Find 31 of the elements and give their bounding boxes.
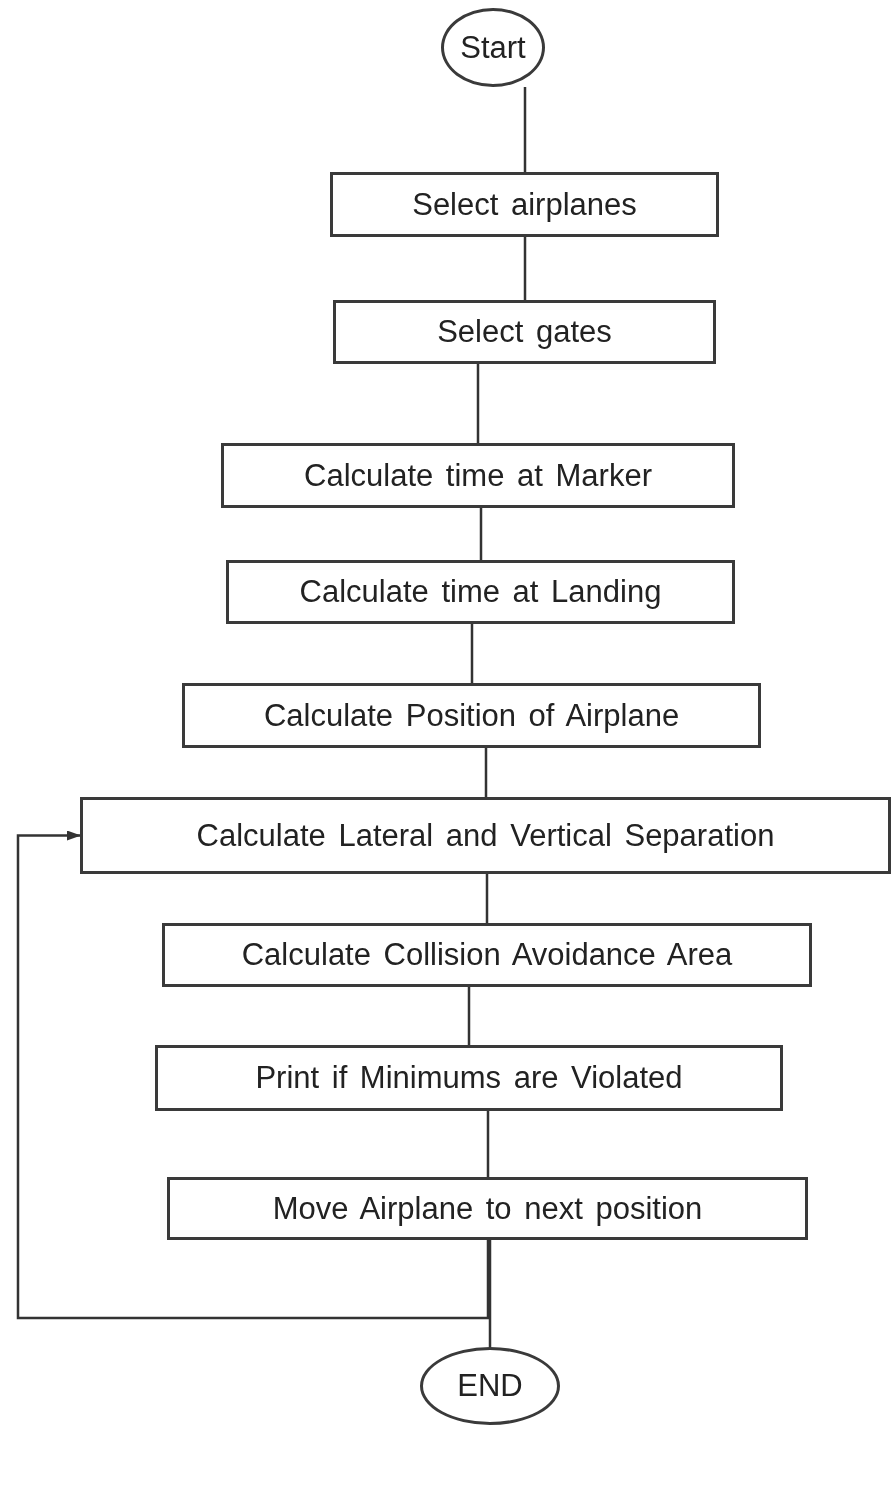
process-box bbox=[155, 1045, 783, 1111]
connector-line bbox=[523, 237, 527, 300]
process-box bbox=[80, 797, 891, 874]
process-box bbox=[162, 923, 812, 987]
connector-line bbox=[484, 748, 488, 797]
node-label: Select gates bbox=[437, 314, 612, 350]
connector-line bbox=[479, 508, 483, 560]
node-label: Calculate Lateral and Vertical Separation bbox=[196, 817, 775, 854]
node-label: Move Airplane to next position bbox=[272, 1190, 703, 1227]
node-label: Calculate time at Landing bbox=[299, 574, 662, 610]
node-label: Calculate time at Marker bbox=[304, 457, 652, 494]
connector-line bbox=[467, 987, 471, 1045]
connector-line bbox=[485, 874, 489, 923]
arrow bbox=[16, 830, 490, 1320]
connector-line bbox=[470, 624, 474, 683]
connector-line bbox=[523, 87, 527, 172]
process-box bbox=[333, 300, 716, 364]
process-box bbox=[226, 560, 735, 624]
connector-line bbox=[476, 364, 480, 443]
node-label: Calculate Position of Airplane bbox=[263, 697, 680, 734]
connector-line bbox=[486, 1111, 490, 1177]
process-box bbox=[330, 172, 719, 237]
node-label: Print if Minimums are Violated bbox=[255, 1060, 683, 1096]
process-box bbox=[221, 443, 735, 508]
node-label: Calculate Collision Avoidance Area bbox=[241, 937, 733, 973]
process-box bbox=[167, 1177, 808, 1240]
node-label: Start bbox=[460, 29, 526, 66]
node-label: Select airplanes bbox=[412, 186, 637, 223]
process-box bbox=[182, 683, 761, 748]
connector-line bbox=[488, 1240, 492, 1347]
node-label: END bbox=[457, 1368, 523, 1404]
